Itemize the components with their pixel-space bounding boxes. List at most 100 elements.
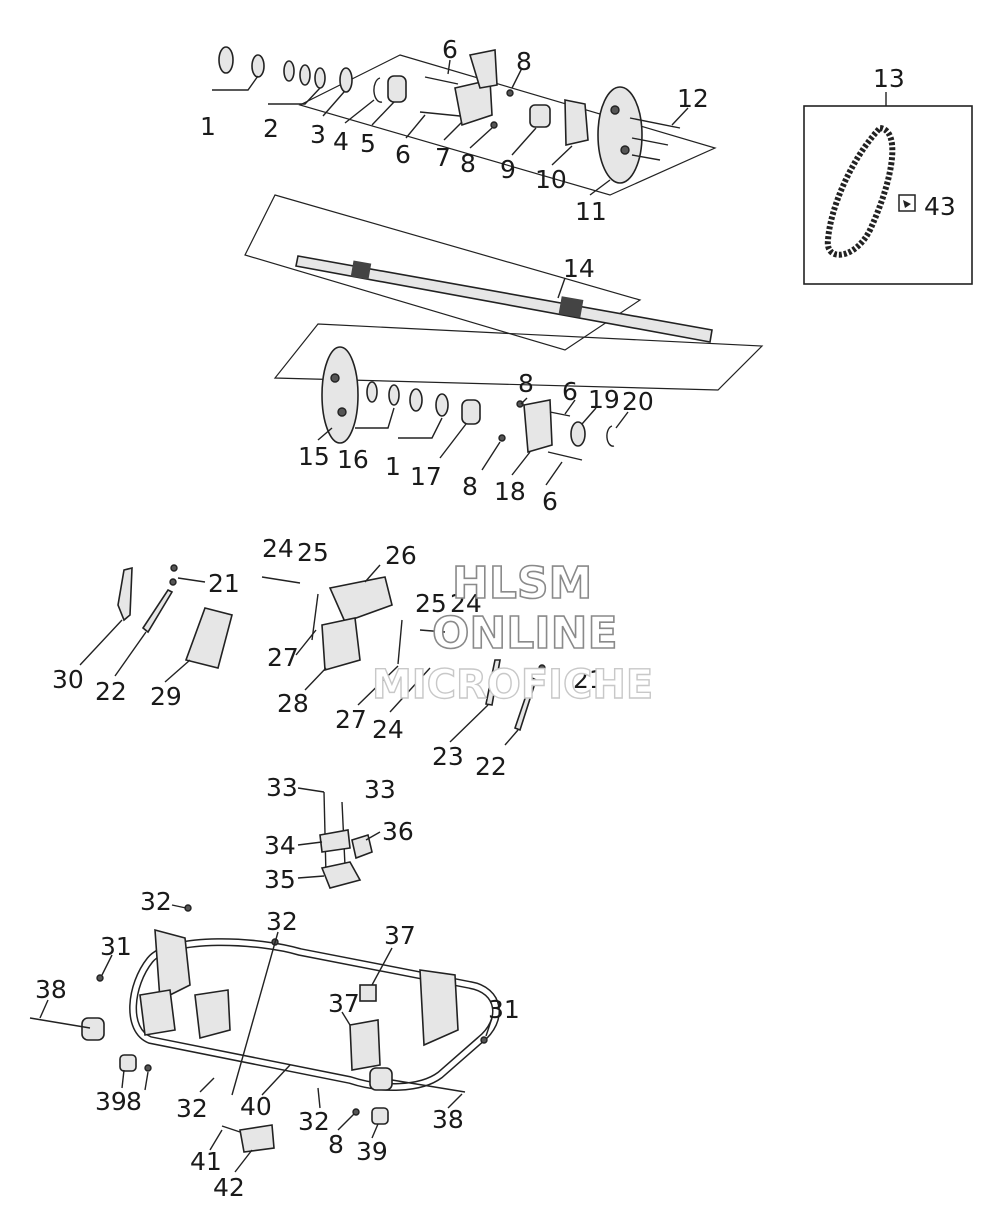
- leader-32d: [317, 1087, 321, 1109]
- part-8-nut-2: [490, 121, 498, 129]
- callout-27a: 27: [267, 643, 299, 672]
- leader-32b: [231, 931, 279, 1096]
- callout-2: 2: [263, 114, 279, 143]
- callout-19: 19: [588, 385, 620, 414]
- part-26-cover: [328, 576, 393, 624]
- rear-bearing-assembly: [273, 323, 764, 486]
- frame-plate-left: [154, 928, 191, 1002]
- callout-10: 10: [535, 165, 567, 194]
- leader-37a: [371, 947, 393, 986]
- sprocket-hole-2: [620, 145, 630, 155]
- part-39-spacer-right: [371, 1107, 389, 1125]
- callout-8b: 8: [460, 149, 476, 178]
- main-shaft-assembly: [244, 194, 713, 351]
- part-34-plate: [319, 829, 351, 853]
- part-21-nut-2: [169, 578, 177, 586]
- sprocket-hole-3: [330, 373, 340, 383]
- chain-inset-box: [803, 92, 973, 285]
- callout-5: 5: [360, 129, 376, 158]
- callout-numbers: 1 2 3 4 5 6 6 7 8 8 9 10 11 12 13 43 14 …: [35, 35, 956, 1202]
- part-5-bearing: [387, 75, 407, 103]
- part-6-bolt-2: [419, 111, 461, 117]
- frame-assembly: [29, 904, 500, 1173]
- part-19-bearing: [570, 421, 586, 447]
- callout-39a: 39: [95, 1087, 127, 1116]
- part-6-bolt-4: [547, 451, 583, 461]
- leader-21a: [177, 577, 206, 583]
- callout-22a: 22: [95, 677, 127, 706]
- leader-6d: [545, 461, 563, 486]
- callout-1b: 1: [385, 452, 401, 481]
- callout-37a: 37: [384, 921, 416, 950]
- leader-32c: [199, 1077, 215, 1093]
- part-36-block: [351, 833, 373, 860]
- part-8-nut: [506, 89, 514, 97]
- callout-24b: 24: [450, 589, 482, 618]
- leader-32a: [171, 904, 187, 909]
- watermark-line-1: HLSM: [452, 558, 592, 609]
- link-symbol: [903, 200, 911, 208]
- axle-spline: [350, 260, 372, 280]
- watermark-line-3: MICROFICHE: [372, 662, 653, 708]
- callout-8c: 8: [518, 369, 534, 398]
- part-13-chain: [824, 124, 896, 258]
- watermark: HLSM ONLINE MICROFICHE: [371, 557, 654, 709]
- callout-33a: 33: [266, 773, 298, 802]
- callout-8d: 8: [462, 472, 478, 501]
- callout-32a: 32: [140, 887, 172, 916]
- part-7-carrier-arm: [468, 49, 498, 89]
- leader-27a: [295, 629, 317, 656]
- leader-6b: [405, 114, 426, 139]
- part-18-carrier: [523, 399, 553, 454]
- part-17-bearing: [461, 399, 481, 425]
- part-3-ring: [339, 67, 353, 93]
- callout-32d: 32: [298, 1107, 330, 1136]
- part-31-bolt-2: [480, 1036, 488, 1044]
- callout-1: 1: [200, 112, 216, 141]
- part-12-bolt: [629, 117, 681, 129]
- leader-33a: [297, 787, 325, 793]
- callout-7: 7: [435, 143, 451, 172]
- part-9-spacer: [529, 104, 551, 128]
- part-8-nut-4: [498, 434, 506, 442]
- callout-4: 4: [333, 127, 349, 156]
- leader-28: [304, 667, 327, 691]
- callout-16: 16: [337, 445, 369, 474]
- part-22-spring: [141, 588, 174, 634]
- callout-33b: 33: [364, 775, 396, 804]
- leader-38b: [447, 1093, 463, 1109]
- leader-8c: [520, 397, 528, 405]
- leader-4: [344, 99, 375, 124]
- part-6-bolt: [424, 76, 459, 85]
- leader-12: [671, 107, 689, 126]
- leader-8f: [337, 1113, 355, 1131]
- callout-32b: 32: [266, 907, 298, 936]
- part-1-washer: [218, 46, 234, 74]
- callout-17: 17: [410, 462, 442, 491]
- leader-5: [371, 101, 395, 126]
- callout-13: 13: [873, 64, 905, 93]
- part-11-sprocket: [597, 86, 643, 184]
- part-27-pin-2: [397, 619, 403, 665]
- part-16-washer: [366, 381, 378, 403]
- part-25-bolt-line: [419, 629, 446, 633]
- leader-11: [589, 179, 611, 196]
- callout-6d: 6: [542, 487, 558, 516]
- part-12-bolt-2: [631, 137, 669, 146]
- callout-32c: 32: [176, 1094, 208, 1123]
- part-8-nut-6: [352, 1108, 360, 1116]
- callout-36: 36: [382, 817, 414, 846]
- leader-26: [364, 564, 381, 583]
- callout-43: 43: [924, 192, 956, 221]
- part-24-bolt-line: [261, 576, 301, 584]
- callout-35: 35: [264, 865, 296, 894]
- guard-bracket-group: [79, 564, 546, 746]
- part-38-bushing-right: [369, 1067, 393, 1091]
- callout-42: 42: [213, 1173, 245, 1202]
- callout-38b: 38: [432, 1105, 464, 1134]
- part-12-bolt-3: [631, 154, 661, 161]
- leader-39a: [121, 1069, 125, 1089]
- part-38-bolt-left: [29, 1017, 91, 1029]
- leader-1b: [398, 417, 443, 439]
